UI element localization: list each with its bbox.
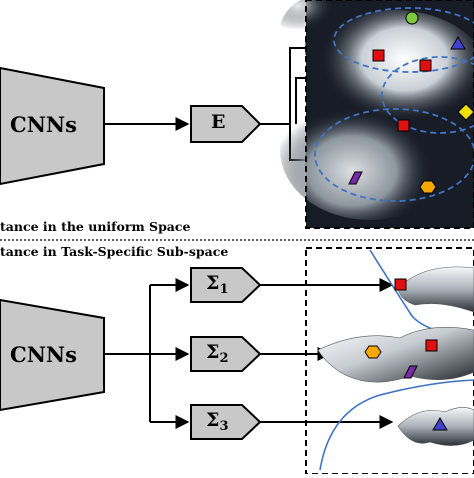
purple-rhombus-marker (348, 171, 363, 185)
top-cnn-label: CNNs (10, 112, 77, 137)
uniform-space-map (280, 0, 474, 229)
red-square-marker (425, 339, 438, 352)
green-circle-marker (405, 11, 419, 25)
top-caption: tance in the uniform Space (0, 219, 191, 234)
blue-triangle-marker (450, 36, 466, 50)
sigma-label-1: Σ1 (206, 272, 229, 297)
top-panel (0, 0, 474, 229)
bottom-cnn-label: CNNs (10, 342, 77, 367)
sigma-label-2: Σ2 (206, 341, 229, 366)
surface-2 (317, 327, 474, 383)
task-subspace-panel (305, 247, 474, 475)
bottom-panel (0, 247, 474, 475)
blue-triangle-marker (432, 417, 448, 431)
cluster-ellipse-1 (333, 7, 474, 73)
sigma-box-2 (190, 336, 262, 372)
orange-hexagon-marker (419, 180, 437, 194)
cluster-ellipse-3 (314, 108, 474, 202)
sigma-label-3: Σ3 (206, 409, 229, 434)
bottom-caption: tance in Task-Specific Sub-space (0, 244, 229, 259)
cluster-ellipse-2 (381, 56, 474, 134)
top-embed-label: E (211, 111, 226, 133)
top-embed-box (190, 105, 262, 143)
yellow-diamond-marker (457, 103, 474, 121)
red-square-marker (394, 278, 407, 291)
sigma-box-1 (190, 267, 262, 303)
orange-hexagon-marker (364, 345, 382, 359)
surface-1 (397, 266, 474, 313)
red-square-marker (372, 49, 385, 62)
red-square-marker (397, 119, 410, 132)
red-square-marker (419, 59, 432, 72)
sigma-box-3 (190, 404, 262, 440)
top-cnn-block (0, 66, 105, 186)
purple-rhombus-marker (403, 365, 418, 379)
bottom-cnn-block (0, 298, 105, 412)
subspace-boundary-2 (319, 379, 474, 471)
